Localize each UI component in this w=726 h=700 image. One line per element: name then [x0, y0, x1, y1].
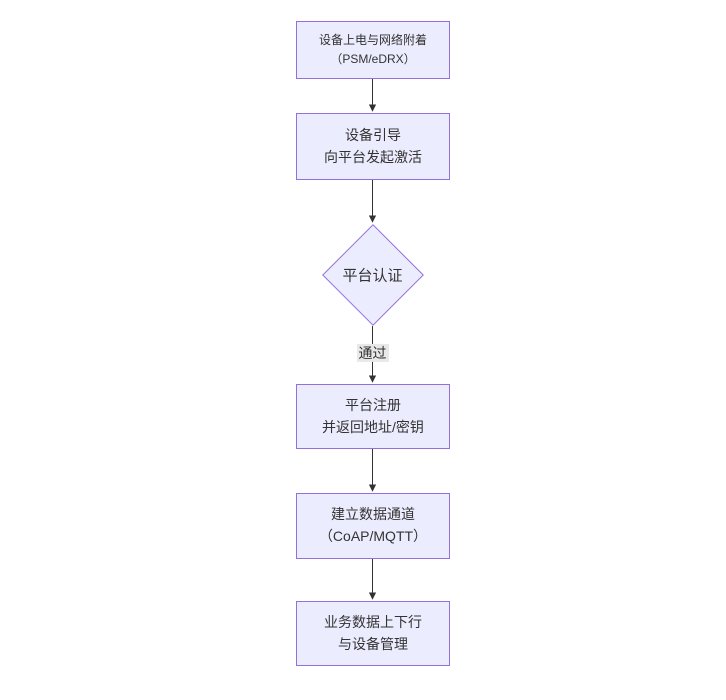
- node-text-line: 建立数据通道: [331, 506, 415, 523]
- flow-node-device-bootstrap: 设备引导 向平台发起激活: [296, 113, 450, 180]
- node-text-line: 业务数据上下行: [324, 613, 422, 630]
- flow-node-platform-auth-label: 平台认证: [342, 267, 403, 285]
- edge-label-pass: 通过: [356, 343, 389, 363]
- flow-node-power-network-attach: 设备上电与网络附着 （PSM/eDRX）: [296, 21, 450, 79]
- node-text-line: 平台注册: [345, 396, 401, 413]
- node-text-line: 并返回地址/密钥: [322, 418, 424, 435]
- node-text-line: （CoAP/MQTT）: [318, 528, 428, 544]
- node-text-line: 向平台发起激活: [324, 148, 422, 165]
- node-text-line: 与设备管理: [338, 635, 408, 652]
- node-text-line: （PSM/eDRX）: [330, 52, 416, 66]
- flow-node-data-channel: 建立数据通道 （CoAP/MQTT）: [296, 493, 450, 559]
- node-text-line: 设备上电与网络附着: [318, 33, 427, 48]
- node-text-line: 设备引导: [345, 126, 401, 143]
- flow-node-business-data: 业务数据上下行 与设备管理: [296, 601, 450, 666]
- flow-node-platform-register: 平台注册 并返回地址/密钥: [296, 384, 450, 449]
